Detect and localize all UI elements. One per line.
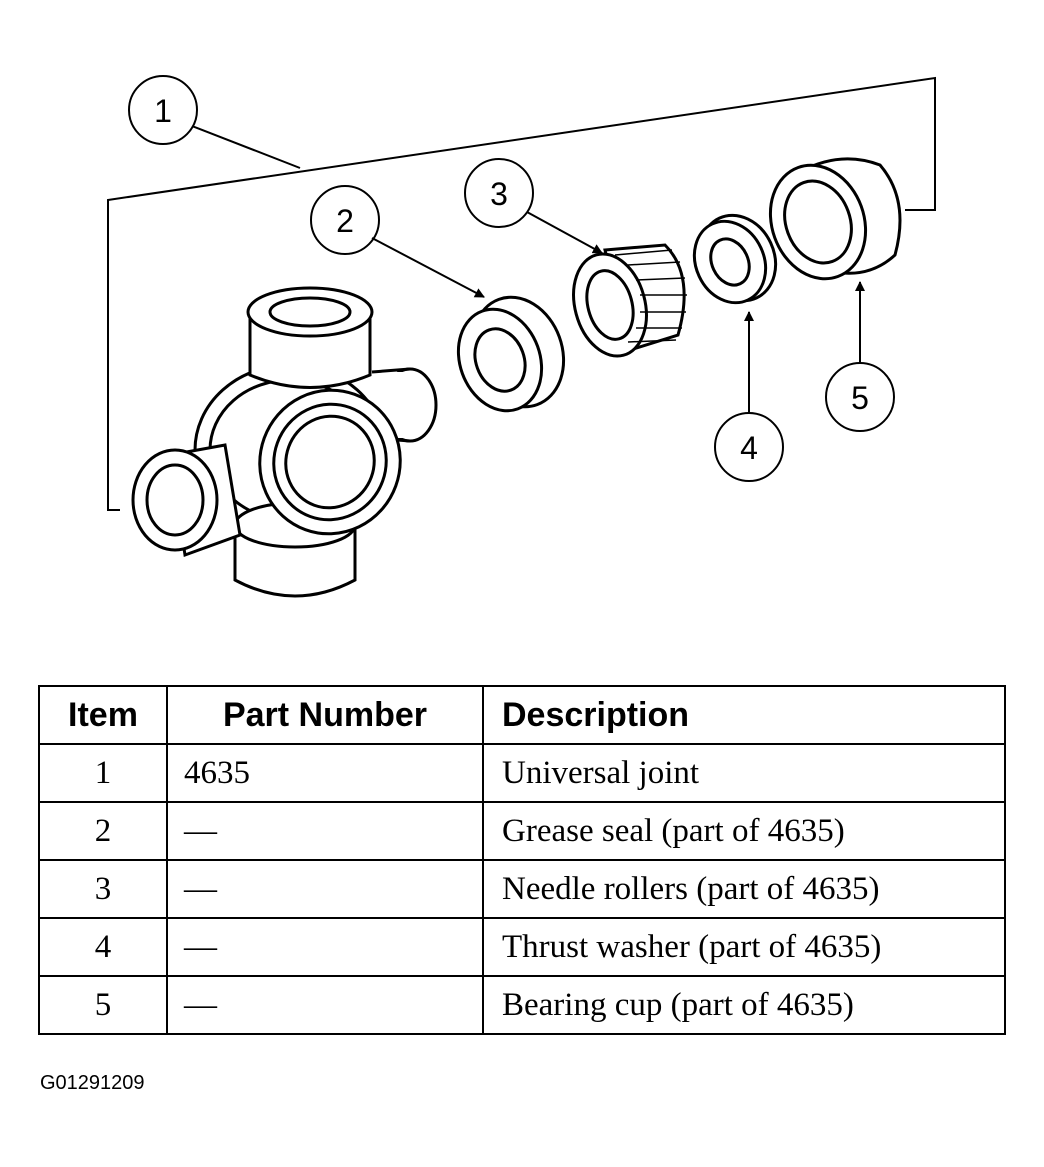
cell-item: 3: [38, 859, 168, 919]
header-description: Description: [482, 685, 1006, 745]
exploded-view-diagram: 1 2 3 4 5: [107, 75, 936, 598]
header-item: Item: [38, 685, 168, 745]
cell-description: Thrust washer (part of 4635): [482, 917, 1006, 977]
cell-item: 1: [38, 743, 168, 803]
callout-4-label: 4: [740, 430, 758, 466]
cell-part-number: 4635: [166, 743, 484, 803]
callout-1: 1: [128, 75, 198, 145]
callout-2: 2: [310, 185, 485, 298]
cell-description: Needle rollers (part of 4635): [482, 859, 1006, 919]
parts-table: Item Part Number Description 1 4635 Univ…: [38, 685, 1006, 1035]
callout-3-label: 3: [490, 176, 508, 212]
grease-seal-illustration: [456, 295, 566, 413]
cell-item: 4: [38, 917, 168, 977]
cell-part-number: —: [166, 859, 484, 919]
cell-part-number: —: [166, 917, 484, 977]
cell-description: Grease seal (part of 4635): [482, 801, 1006, 861]
table-header-row: Item Part Number Description: [38, 685, 1006, 745]
header-part-number: Part Number: [166, 685, 484, 745]
universal-joint-illustration: [131, 286, 438, 598]
callout-5: 5: [825, 281, 895, 432]
callout-4: 4: [714, 311, 784, 482]
cell-description: Universal joint: [482, 743, 1006, 803]
callout-1-label: 1: [154, 93, 172, 129]
cell-part-number: —: [166, 975, 484, 1035]
table-row: 4 — Thrust washer (part of 4635): [38, 917, 1006, 977]
bearing-cup-illustration: [768, 157, 902, 281]
callout-3-arrow: [526, 211, 603, 254]
table-row: 2 — Grease seal (part of 4635): [38, 801, 1006, 861]
table-row: 1 4635 Universal joint: [38, 743, 1006, 803]
thrust-washer-illustration: [692, 213, 778, 305]
callout-2-label: 2: [336, 203, 354, 239]
callout-1-bracket: [107, 76, 936, 511]
cell-item: 5: [38, 975, 168, 1035]
table-row: 3 — Needle rollers (part of 4635): [38, 859, 1006, 919]
cell-item: 2: [38, 801, 168, 861]
cell-description: Bearing cup (part of 4635): [482, 975, 1006, 1035]
callout-5-label: 5: [851, 380, 869, 416]
figure-code: G01291209: [40, 1072, 145, 1094]
callout-3: 3: [464, 158, 603, 254]
callout-2-arrow: [371, 237, 485, 298]
needle-rollers-illustration: [572, 243, 687, 358]
table-row: 5 — Bearing cup (part of 4635): [38, 975, 1006, 1035]
cell-part-number: —: [166, 801, 484, 861]
